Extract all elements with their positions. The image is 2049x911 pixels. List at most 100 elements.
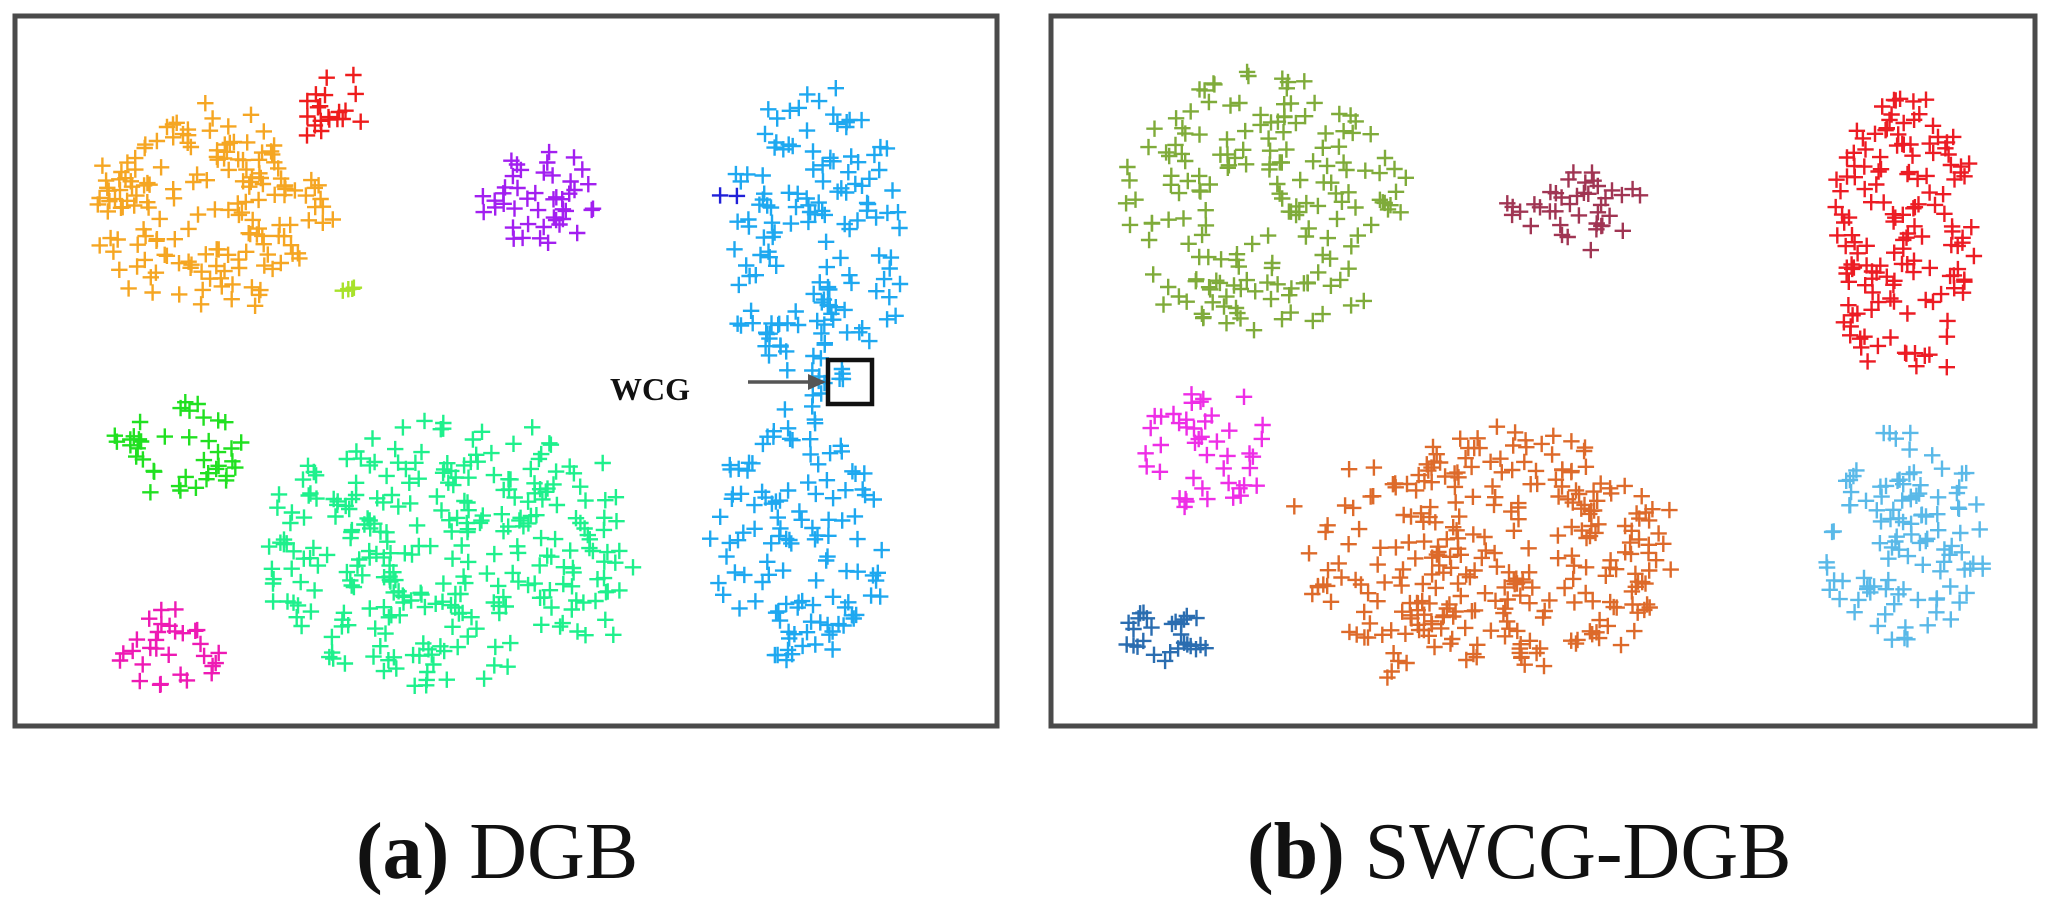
cluster-0-point — [1333, 193, 1351, 210]
cluster-9-point — [407, 454, 424, 471]
cluster-4-point — [1599, 617, 1616, 635]
cluster-4-point — [1597, 567, 1614, 584]
cluster-0-point — [255, 236, 272, 253]
cluster-0-point — [300, 212, 317, 229]
cluster-4-point — [1463, 458, 1480, 476]
cluster-4-point — [784, 137, 801, 155]
cluster-0-point — [111, 261, 128, 278]
cluster-9-point — [607, 489, 625, 506]
cluster-3-point — [1231, 480, 1248, 497]
cluster-0-point — [135, 221, 152, 238]
cluster-4-point — [1638, 596, 1656, 613]
cluster-3-point — [1199, 490, 1216, 508]
cluster-3-point — [535, 218, 552, 236]
cluster-3-point — [1215, 460, 1232, 477]
cluster-9-point — [460, 502, 477, 519]
cluster-9-point — [336, 655, 354, 672]
caption-close-paren: ) — [422, 808, 450, 896]
cluster-9-point — [387, 440, 404, 458]
cluster-2-point — [1906, 218, 1923, 235]
cluster-4-point — [729, 315, 746, 332]
cluster-2-point — [1917, 291, 1934, 309]
cluster-0-point — [1304, 153, 1322, 170]
cluster-4-point — [1451, 508, 1468, 525]
wcg-annotation: WCG — [610, 357, 875, 407]
cluster-0-point — [230, 206, 248, 224]
cluster-4-point — [1640, 544, 1657, 562]
cluster-8-point — [198, 471, 215, 488]
cluster-0-point — [170, 255, 188, 272]
cluster-0-point — [218, 143, 236, 160]
cluster-7-point — [746, 496, 763, 514]
cluster-7-point — [729, 532, 747, 549]
cluster-9-point — [486, 545, 503, 563]
cluster-0-point — [208, 241, 225, 258]
cluster-9-point — [335, 604, 353, 621]
cluster-5-point — [1919, 617, 1936, 634]
cluster-0-point — [111, 171, 128, 188]
cluster-0-point — [1306, 94, 1323, 112]
cluster-0-point — [230, 151, 247, 168]
cluster-7-point — [731, 600, 748, 617]
cluster-2-point — [1934, 186, 1952, 203]
cluster-7-point — [776, 401, 794, 418]
cluster-2-point — [1913, 228, 1931, 245]
cluster-9-point — [388, 660, 405, 677]
cluster-1-point — [334, 110, 351, 128]
cluster-3-point — [540, 143, 558, 161]
cluster-2-point — [1856, 328, 1873, 345]
cluster-5-point — [1899, 631, 1916, 648]
cluster-4-point — [1421, 595, 1438, 612]
cluster-2-point — [1899, 165, 1916, 183]
cluster-7-point — [754, 435, 772, 453]
cluster-4-point — [760, 243, 777, 260]
cluster-4-point — [1452, 430, 1469, 447]
cluster-0-point — [1262, 290, 1280, 308]
cluster-4-point — [1585, 502, 1603, 519]
cluster-0-point — [1218, 131, 1236, 148]
cluster-0-point — [1175, 210, 1192, 227]
cluster-4-point — [1513, 649, 1530, 666]
cluster-4-point — [1461, 569, 1479, 586]
cluster-0-point — [1335, 123, 1352, 140]
cluster-4-point — [829, 115, 846, 132]
cluster-4-point — [1319, 577, 1336, 595]
cluster-3-point — [566, 181, 583, 199]
cluster-5-point — [1872, 478, 1889, 495]
cluster-7-point — [726, 564, 744, 581]
cluster-1-point — [298, 127, 316, 144]
cluster-4-point — [1520, 540, 1537, 557]
cluster-0-point — [1260, 130, 1277, 147]
cluster-4-point — [768, 134, 785, 151]
cluster-9-point — [524, 419, 541, 436]
cluster-4-point — [1397, 625, 1414, 642]
cluster-9-point — [534, 491, 551, 508]
cluster-2-point — [1836, 214, 1853, 231]
cluster-3-point — [1244, 448, 1262, 465]
cluster-4-point — [804, 143, 822, 160]
cluster-3-point — [1185, 469, 1202, 487]
cluster-4-point — [1372, 539, 1389, 556]
cluster-5-point — [1883, 631, 1901, 648]
cluster-1-point — [347, 85, 364, 103]
cluster-7-point — [710, 574, 727, 592]
cluster-0-point — [1146, 120, 1163, 137]
cluster-4-point — [1522, 476, 1539, 493]
cluster-0-point — [1342, 107, 1359, 124]
cluster-0-point — [1225, 277, 1243, 294]
cluster-0-point — [1162, 176, 1180, 193]
cluster-0-point — [197, 95, 214, 112]
cluster-4-point — [1407, 550, 1424, 567]
cluster-5-point — [1968, 496, 1985, 513]
cluster-4-point — [1369, 593, 1386, 610]
cluster-4-point — [1591, 611, 1608, 629]
cluster-5-point — [1838, 472, 1855, 489]
cluster-0-point — [216, 262, 233, 280]
cluster-0-point — [1244, 235, 1261, 253]
cluster-8-point — [224, 453, 241, 470]
cluster-0-point — [1314, 305, 1331, 323]
cluster-9-point — [367, 620, 384, 637]
cluster-9-point — [475, 670, 493, 687]
cluster-0-point — [1282, 304, 1299, 321]
cluster-5-point — [1869, 617, 1886, 635]
